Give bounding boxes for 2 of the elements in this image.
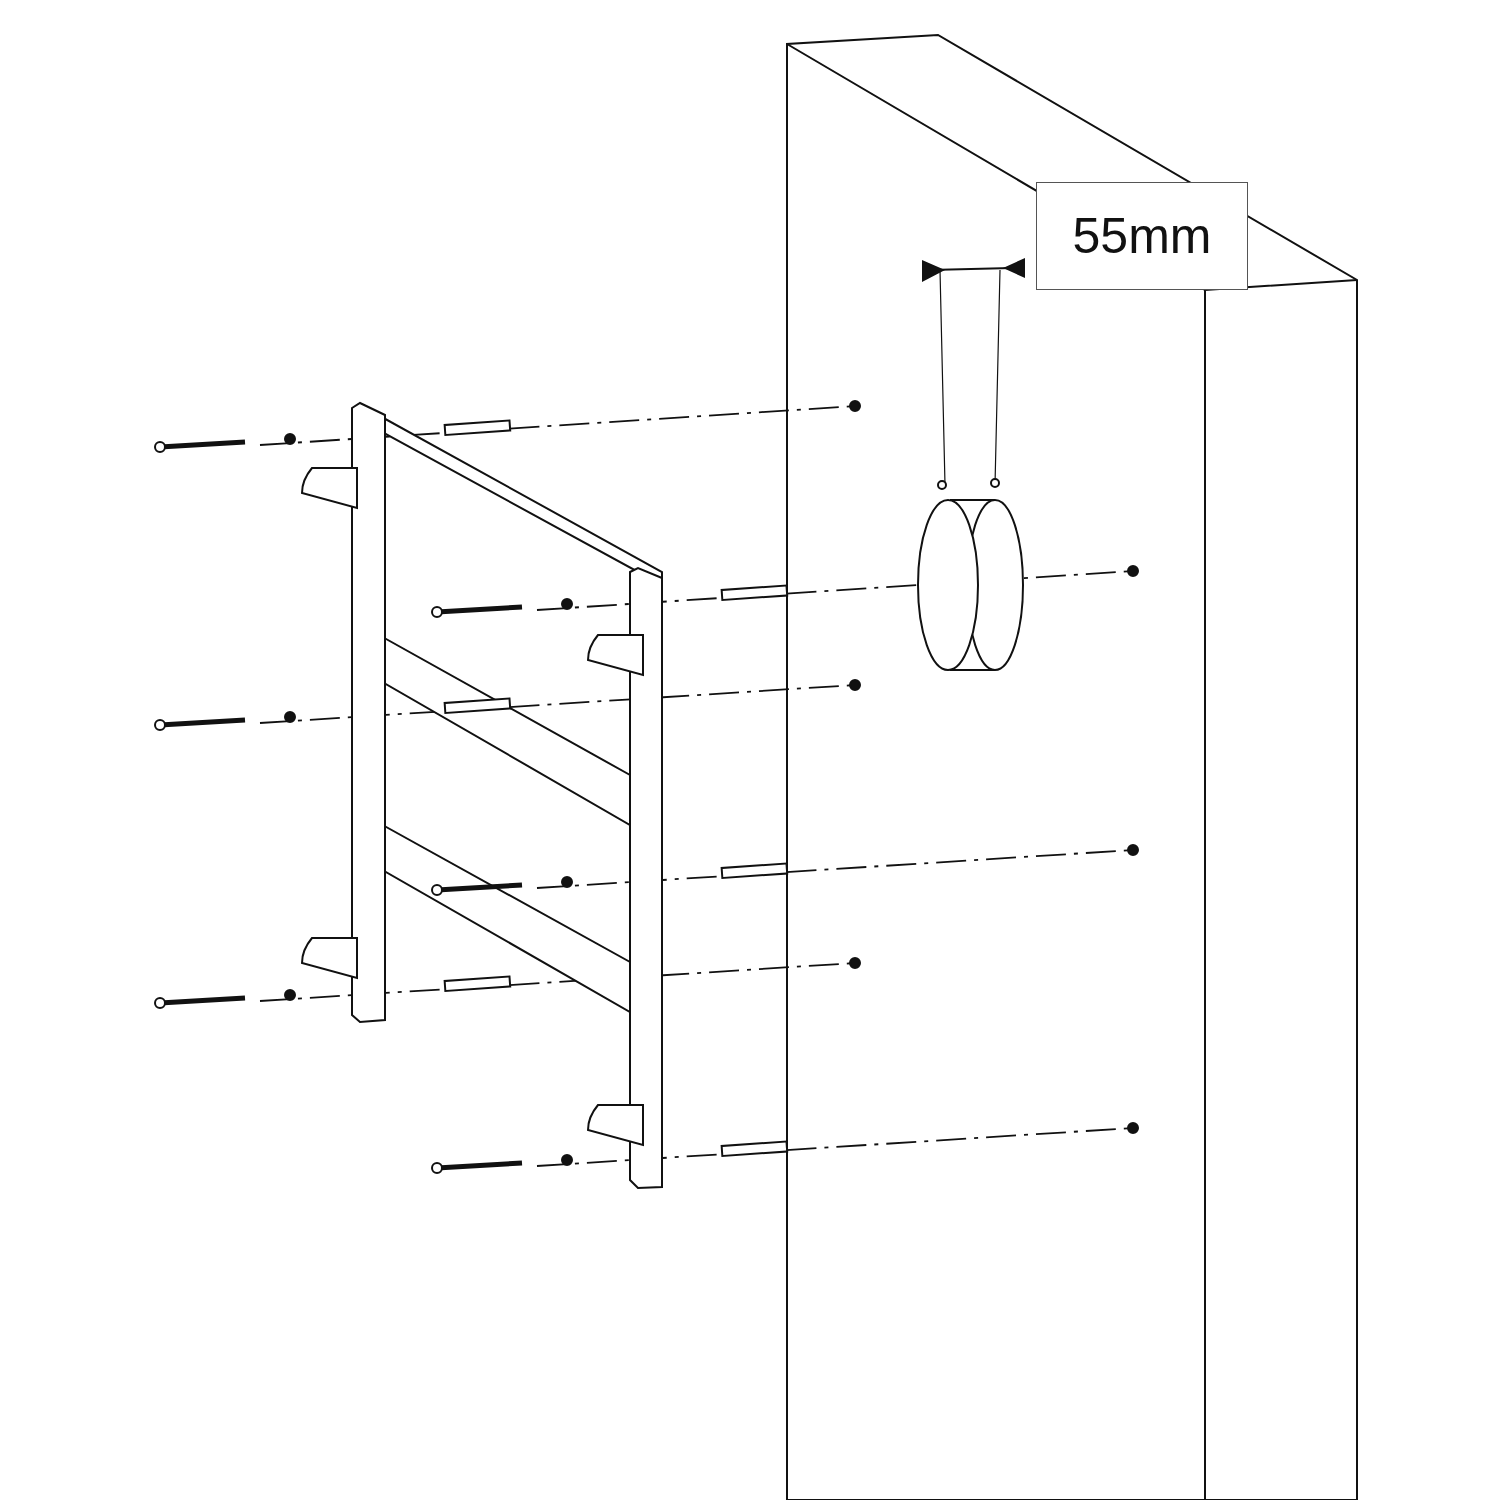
dimension-label-box [1036, 182, 1248, 290]
dimension-text: 55mm [1072, 207, 1212, 265]
